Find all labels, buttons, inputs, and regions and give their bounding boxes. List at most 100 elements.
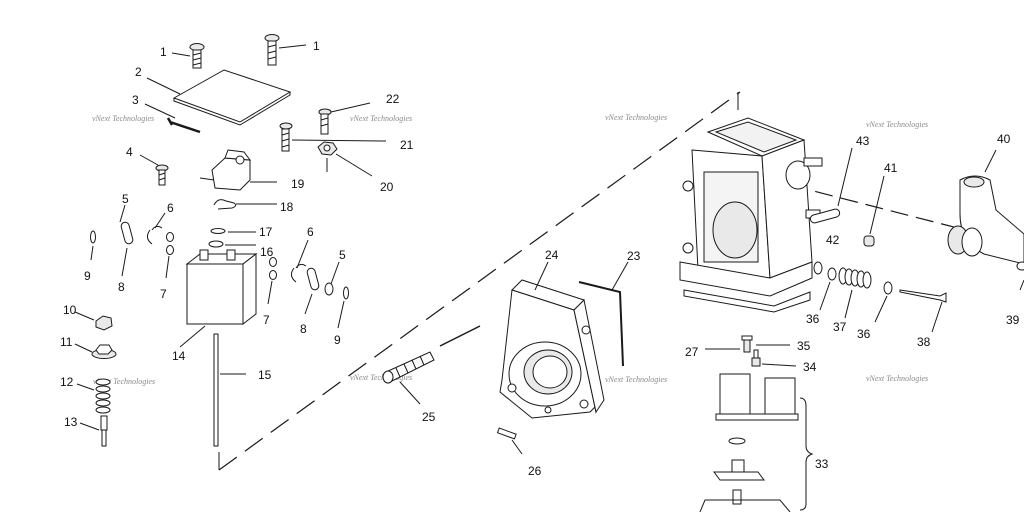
callout-38: 38 xyxy=(917,335,931,349)
callout-33: 33 xyxy=(815,457,829,471)
callout-24: 24 xyxy=(545,248,559,262)
bushing-part-7 xyxy=(267,257,277,305)
callout-26: 26 xyxy=(528,464,542,478)
callout-7: 7 xyxy=(160,287,167,301)
callout-42: 42 xyxy=(826,233,840,247)
watermark: vNext Technologies xyxy=(350,373,412,382)
bracket-part-19 xyxy=(199,149,277,191)
callout-41: 41 xyxy=(884,161,898,175)
fitting-part-43 xyxy=(809,147,853,224)
callout-6: 6 xyxy=(307,225,314,239)
callout-12: 12 xyxy=(60,375,74,389)
wire-part-23 xyxy=(578,261,629,367)
callout-16: 16 xyxy=(260,245,274,259)
nut-part-20 xyxy=(317,141,373,177)
adjust-screw-part-13 xyxy=(79,415,108,447)
callout-labels: 1 1 2 3 4 5 5 6 6 7 7 8 8 9 9 10 11 12 1… xyxy=(60,39,1020,478)
callout-14: 14 xyxy=(172,349,186,363)
nut-part-10 xyxy=(74,311,113,331)
watermark: vNext Technologies xyxy=(866,374,928,383)
callout-25: 25 xyxy=(422,410,436,424)
spring-part-25 xyxy=(382,325,481,405)
callout-17: 17 xyxy=(259,225,273,239)
callout-11: 11 xyxy=(60,335,73,349)
watermark: vNext Technologies xyxy=(92,114,154,123)
callout-22: 22 xyxy=(386,92,400,106)
callout-9: 9 xyxy=(84,269,91,283)
nut-part-11 xyxy=(74,343,117,359)
callout-4: 4 xyxy=(126,145,133,159)
watermark: vNext Technologies xyxy=(605,113,667,122)
callout-5: 5 xyxy=(122,192,129,206)
intake-manifold-part-24 xyxy=(499,261,605,419)
jet-part-35 xyxy=(741,335,790,353)
watermark: vNext Technologies xyxy=(350,114,412,123)
callout-7: 7 xyxy=(263,313,270,327)
watermark: vNext Technologies xyxy=(605,375,667,384)
carburetor-body xyxy=(679,117,823,313)
callout-21: 21 xyxy=(400,138,414,152)
callout-37: 37 xyxy=(833,320,847,334)
throttle-lever-part-40 xyxy=(947,149,1024,265)
washer-part-42 xyxy=(813,261,823,275)
callout-36: 36 xyxy=(857,327,871,341)
washer-part-36 xyxy=(874,281,893,323)
screw-part-22 xyxy=(318,102,371,135)
callout-20: 20 xyxy=(380,180,394,194)
washer-part-9 xyxy=(90,230,96,261)
link-part-8 xyxy=(120,221,134,277)
washer-part-9 xyxy=(337,286,349,329)
assembly-centerlines xyxy=(218,91,1024,471)
cap-part-41 xyxy=(863,175,885,247)
link-part-8 xyxy=(304,267,320,315)
float-assembly-part-33 xyxy=(699,373,814,512)
oring-part-16 xyxy=(208,240,256,248)
watermark: vNext Technologies xyxy=(866,120,928,129)
clip-part-18 xyxy=(213,199,277,210)
callout-36: 36 xyxy=(806,312,820,326)
spring-clip-part-5 xyxy=(119,204,126,223)
callout-1: 1 xyxy=(160,45,167,59)
cover-plate-part-2 xyxy=(146,69,292,126)
callout-39: 39 xyxy=(1006,313,1020,327)
jet-needle-part-15 xyxy=(213,333,246,447)
washer-part-36 xyxy=(819,267,837,311)
watermark: vNext Technologies xyxy=(93,377,155,386)
callout-6: 6 xyxy=(167,201,174,215)
callout-9: 9 xyxy=(334,333,341,347)
watermarks: vNext Technologies vNext Technologies vN… xyxy=(92,113,928,386)
washer-part-5 xyxy=(324,261,340,296)
wire-part-3 xyxy=(144,103,201,134)
needle-screw-part-38 xyxy=(899,289,947,333)
callout-10: 10 xyxy=(63,303,77,317)
callout-35: 35 xyxy=(797,339,811,353)
callout-15: 15 xyxy=(258,368,272,382)
clip-part-6 xyxy=(146,212,166,245)
callout-43: 43 xyxy=(856,134,870,148)
callout-23: 23 xyxy=(627,249,641,263)
pin-part-26 xyxy=(496,427,523,455)
callout-2: 2 xyxy=(135,65,142,79)
callout-13: 13 xyxy=(64,415,78,429)
screw-part-1 xyxy=(171,43,205,69)
spring-part-12 xyxy=(76,378,111,414)
callout-27: 27 xyxy=(685,345,699,359)
pin-part-39 xyxy=(1016,261,1024,291)
screw-part-4 xyxy=(139,154,169,186)
spring-part-37 xyxy=(838,267,872,319)
callout-1: 1 xyxy=(313,39,320,53)
callout-5: 5 xyxy=(339,248,346,262)
ring-part-17 xyxy=(210,228,256,234)
jet-part-34 xyxy=(751,349,797,367)
callout-8: 8 xyxy=(118,280,125,294)
callout-18: 18 xyxy=(280,200,294,214)
callout-19: 19 xyxy=(291,177,305,191)
throttle-slide-part-14 xyxy=(179,249,258,348)
screw-part-1 xyxy=(264,34,307,66)
callout-8: 8 xyxy=(300,322,307,336)
bushing-part-7 xyxy=(165,232,174,279)
callout-34: 34 xyxy=(803,360,817,374)
screw-part-21 xyxy=(279,122,387,152)
callout-40: 40 xyxy=(997,132,1011,146)
